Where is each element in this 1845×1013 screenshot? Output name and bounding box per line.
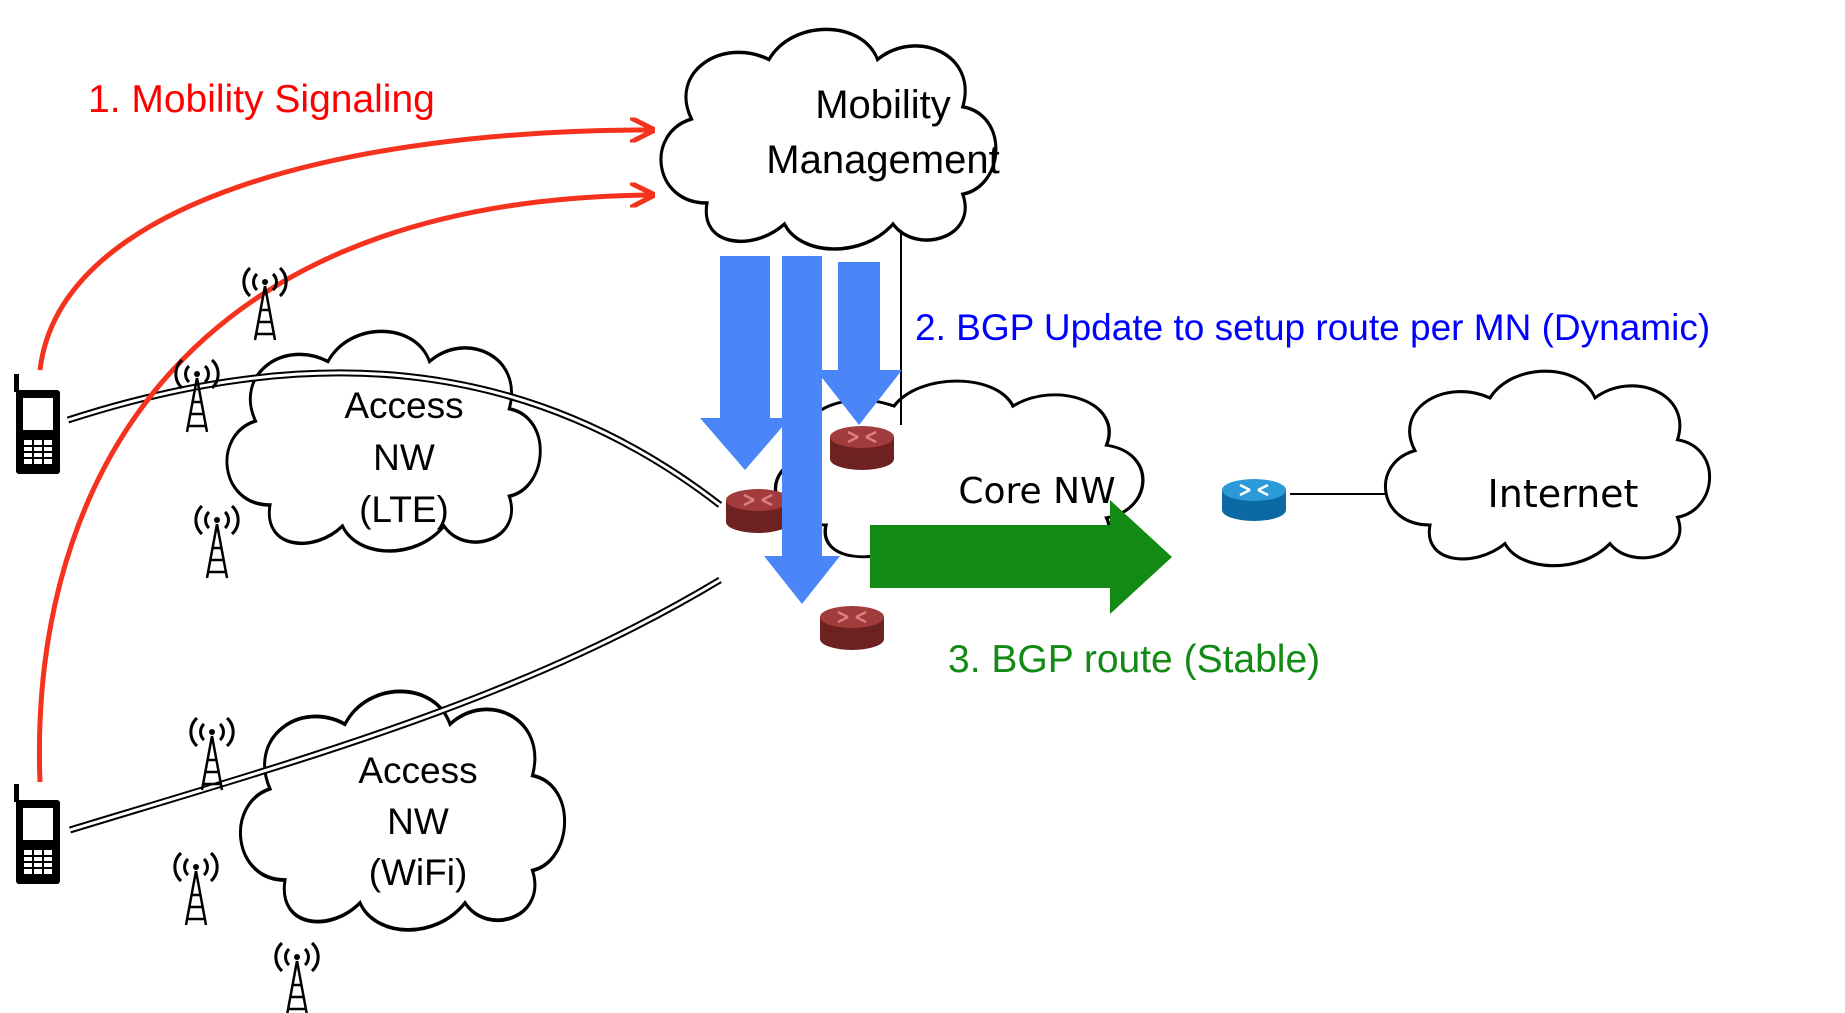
bgp-route-arrow xyxy=(870,500,1172,614)
access-lte-label-line1: Access xyxy=(344,385,463,426)
core-nw-label: Core NW xyxy=(958,471,1115,512)
mobility-signaling-arrow-wifi xyxy=(36,195,650,783)
wifi-link xyxy=(68,576,722,834)
cell-tower-icon xyxy=(174,358,220,434)
bgp-update-arrow xyxy=(764,256,840,604)
bgp-update-arrow xyxy=(816,262,902,425)
bgp-route-label: 3. BGP route (Stable) xyxy=(948,638,1320,681)
edge-router-icon xyxy=(818,604,886,652)
internet-cloud xyxy=(1383,369,1712,568)
cell-tower-icon xyxy=(173,851,219,927)
access-wifi-label-line3: (WiFi) xyxy=(369,852,468,893)
edge-router-icon xyxy=(828,424,896,472)
access-wifi-label-line1: Access xyxy=(358,750,477,791)
mobile-phone-icon xyxy=(13,373,61,475)
mobility-management-label-line2: Management xyxy=(766,138,999,182)
mobility-signaling-arrow-lte xyxy=(37,130,650,371)
access-wifi-label-line2: NW xyxy=(387,801,449,842)
bgp-update-arrow xyxy=(700,256,790,470)
access-lte-label-line2: NW xyxy=(373,437,435,478)
internet-label: Internet xyxy=(1488,472,1639,516)
mobility-signaling-label: 1. Mobility Signaling xyxy=(88,78,435,121)
cell-tower-icon xyxy=(194,504,240,580)
bgp-update-label: 2. BGP Update to setup route per MN (Dyn… xyxy=(915,307,1710,348)
mobility-management-label-line1: Mobility xyxy=(815,83,951,127)
access-lte-label-line3: (LTE) xyxy=(359,489,449,530)
cell-tower-icon xyxy=(274,941,320,1013)
lte-link xyxy=(66,369,723,508)
internet-router-icon xyxy=(1220,477,1288,523)
mobile-phone-icon xyxy=(13,783,61,885)
edge-router-icon xyxy=(724,487,792,535)
